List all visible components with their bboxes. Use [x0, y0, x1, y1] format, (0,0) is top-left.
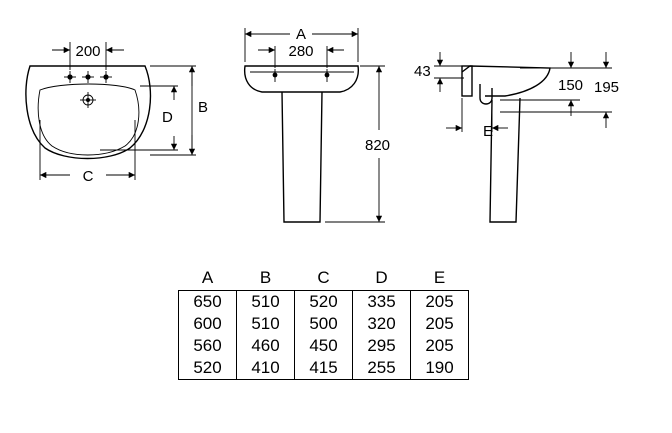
- dimension-table: A B C D E 650 510 520 335 205 600 510 50…: [178, 266, 469, 380]
- pedestal-column: [281, 91, 323, 223]
- table-cell: 450: [294, 335, 353, 357]
- table-header-row: A B C D E: [179, 266, 469, 291]
- column-header-b: B: [259, 268, 272, 287]
- table-cell: 650: [178, 290, 237, 313]
- table-cell: 520: [294, 290, 353, 313]
- pedestal-basin: [243, 65, 359, 93]
- table-cell: 510: [236, 313, 295, 335]
- table-cell: 560: [178, 335, 237, 357]
- dim-d: D: [162, 109, 173, 126]
- table-cell: 255: [352, 357, 411, 380]
- table-cell: 205: [410, 335, 469, 357]
- table-cell: 415: [294, 357, 353, 380]
- side-trap: [479, 84, 493, 105]
- basin-bowl: [37, 83, 140, 156]
- basin-outline: [25, 65, 152, 160]
- dim-200: 200: [75, 43, 100, 60]
- table-cell: 190: [410, 357, 469, 380]
- table-cell: 460: [236, 335, 295, 357]
- table-cell: 520: [178, 357, 237, 380]
- dim-c: C: [83, 168, 94, 185]
- dim-280: 280: [288, 43, 313, 60]
- pedestal-tap-holes: [272, 69, 330, 82]
- table-cell: 335: [352, 290, 411, 313]
- dim-a: A: [296, 26, 306, 43]
- drain: [80, 92, 96, 108]
- table-cell: 510: [236, 290, 295, 313]
- table-cell: 320: [352, 313, 411, 335]
- table-cell: 500: [294, 313, 353, 335]
- table-row: 560 460 450 295 205: [178, 335, 469, 357]
- dim-e: E: [483, 123, 493, 140]
- tap-holes: [64, 71, 112, 83]
- dim-43: 43: [414, 63, 431, 80]
- pedestal-view: A 280 820: [243, 26, 390, 223]
- dim-b: B: [198, 99, 208, 116]
- table-cell: 600: [178, 313, 237, 335]
- table-row: 650 510 520 335 205: [178, 290, 469, 313]
- column-header-d: D: [375, 268, 388, 287]
- table-cell: 205: [410, 290, 469, 313]
- column-header-a: A: [201, 268, 214, 287]
- side-wall-bracket: [461, 65, 473, 97]
- table-cell: 410: [236, 357, 295, 380]
- side-view: 43 150 195 E: [414, 52, 619, 223]
- table-cell: 295: [352, 335, 411, 357]
- front-view: 200 B D C: [25, 42, 208, 185]
- dim-820: 820: [365, 137, 390, 154]
- side-column: [489, 97, 521, 223]
- table-row: 520 410 415 255 190: [178, 357, 469, 380]
- side-basin: [461, 65, 551, 97]
- table-row: 600 510 500 320 205: [178, 313, 469, 335]
- dim-150: 150: [558, 77, 583, 94]
- table-cell: 205: [410, 313, 469, 335]
- column-header-e: E: [433, 268, 446, 287]
- column-header-c: C: [317, 268, 330, 287]
- dim-195: 195: [594, 79, 619, 96]
